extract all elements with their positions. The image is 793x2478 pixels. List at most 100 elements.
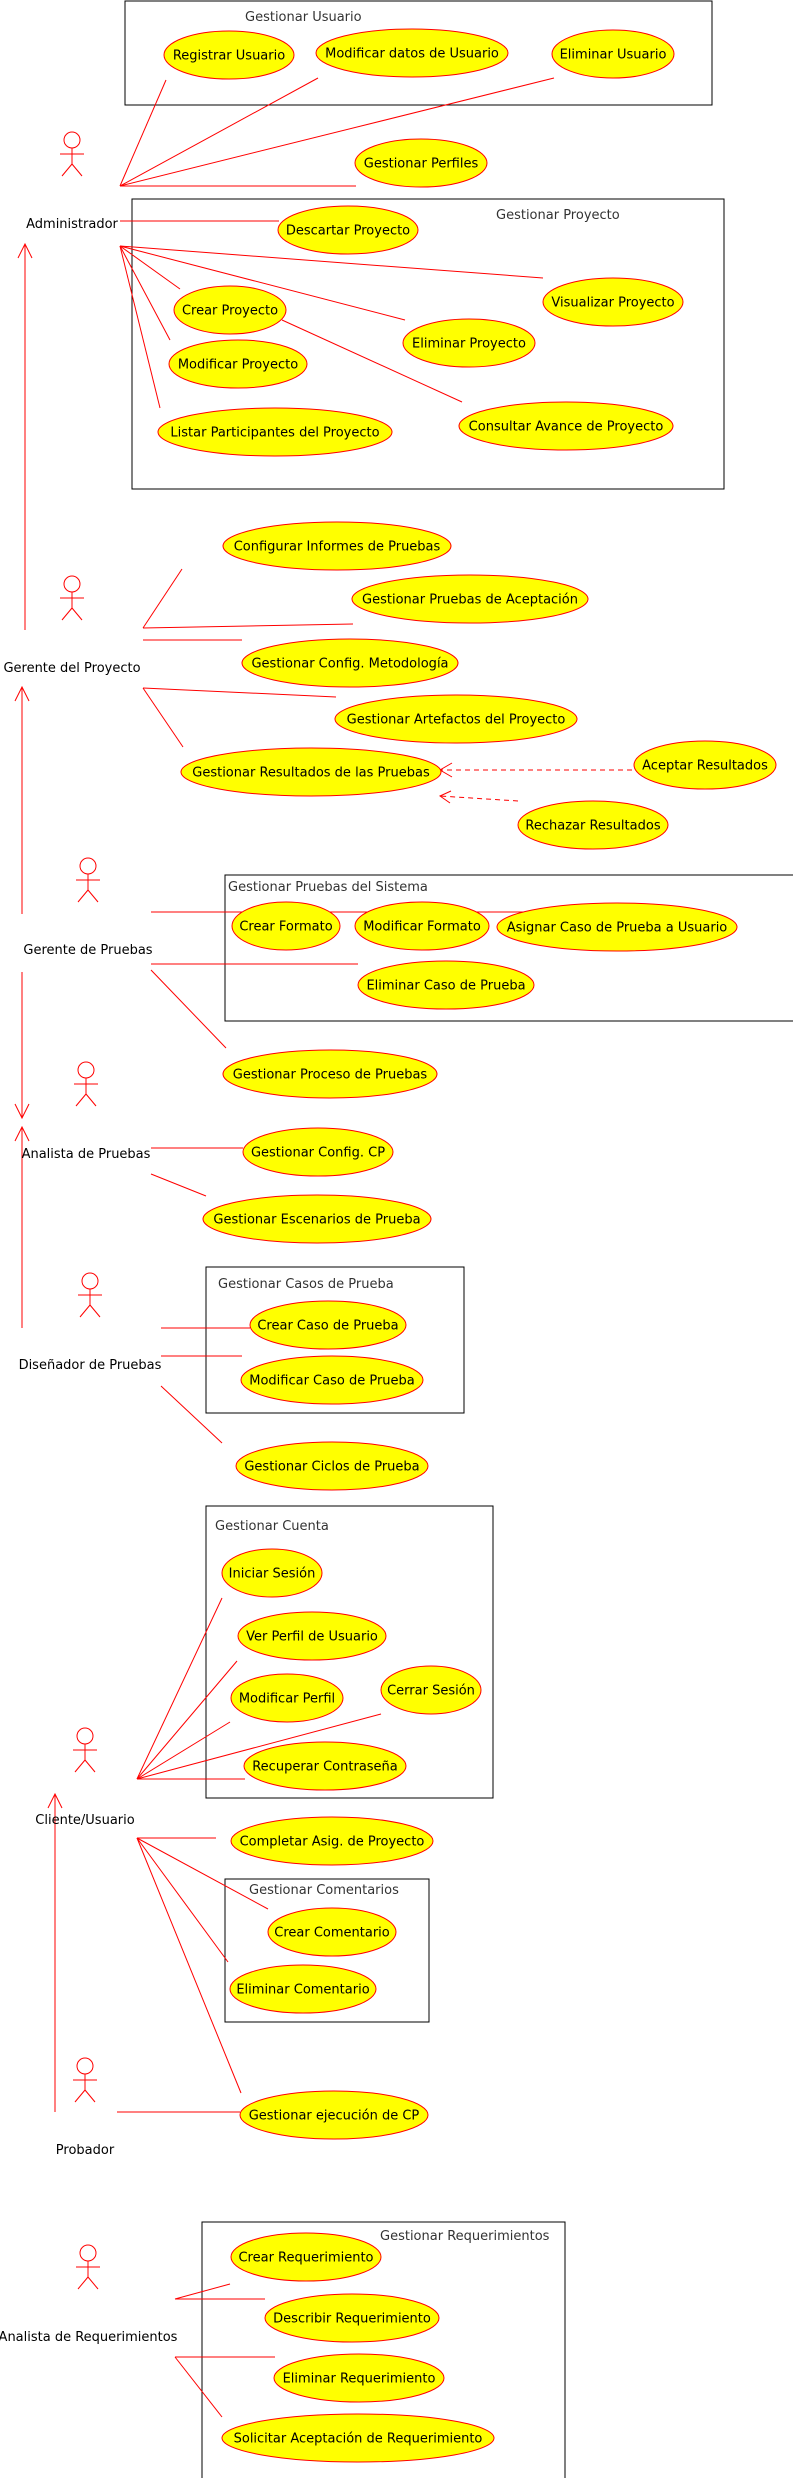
actor-label: Gerente del Proyecto	[3, 661, 140, 676]
use-case-label: Registrar Usuario	[173, 49, 285, 64]
actor-label: Administrador	[26, 217, 118, 232]
use-case-modificar-perfil: Modificar Perfil	[230, 1673, 344, 1723]
use-case-label: Completar Asig. de Proyecto	[240, 1835, 425, 1850]
use-case-label: Eliminar Proyecto	[412, 337, 526, 352]
use-case-label: Crear Proyecto	[182, 304, 278, 319]
use-case-solicitar-aceptacion-requerimiento: Solicitar Aceptación de Requerimiento	[221, 2413, 495, 2463]
use-case-gestionar-pruebas-aceptacion: Gestionar Pruebas de Aceptación	[351, 574, 589, 624]
use-case-consultar-avance: Consultar Avance de Proyecto	[458, 401, 674, 451]
use-case-ellipse	[180, 747, 442, 797]
use-case-ellipse	[354, 901, 490, 951]
use-case-label: Listar Participantes del Proyecto	[170, 426, 379, 441]
use-case-ellipse	[402, 318, 536, 368]
use-case-label: Crear Caso de Prueba	[257, 1319, 398, 1334]
use-case-ellipse	[267, 1907, 397, 1957]
use-case-label: Gestionar Resultados de las Pruebas	[192, 766, 430, 781]
use-case-label: Gestionar Config. CP	[251, 1146, 385, 1161]
use-case-ellipse	[173, 285, 287, 335]
use-case-eliminar-usuario: Eliminar Usuario	[551, 29, 675, 79]
actor-cliente-usuario: Cliente/Usuario	[35, 1727, 135, 1828]
use-case-label: Describir Requerimiento	[273, 2312, 431, 2327]
use-case-asignar-caso-prueba: Asignar Caso de Prueba a Usuario	[496, 902, 738, 952]
use-case-ellipse	[315, 28, 509, 78]
actor-stick-figure-icon	[60, 131, 84, 177]
use-case-rechazar-resultados: Rechazar Resultados	[517, 800, 669, 850]
use-case-listar-participantes: Listar Participantes del Proyecto	[157, 407, 393, 457]
use-case-ellipse	[380, 1665, 482, 1715]
use-case-ellipse	[163, 30, 295, 80]
actor-analista-pruebas: Analista de Pruebas	[22, 1061, 151, 1162]
use-case-ver-perfil-usuario: Ver Perfil de Usuario	[237, 1611, 387, 1661]
package-title: Gestionar Proyecto	[496, 208, 620, 223]
use-case-label: Configurar Informes de Pruebas	[234, 540, 441, 555]
use-case-crear-comentario: Crear Comentario	[267, 1907, 397, 1957]
use-case-recuperar-contrasena: Recuperar Contraseña	[243, 1741, 407, 1791]
use-case-ellipse	[222, 521, 452, 571]
use-case-eliminar-caso-prueba: Eliminar Caso de Prueba	[357, 960, 535, 1010]
actor-label: Gerente de Pruebas	[23, 943, 152, 958]
actor-label: Diseñador de Pruebas	[19, 1358, 162, 1373]
actor-stick-figure-icon	[73, 2057, 97, 2103]
use-case-ellipse	[273, 2353, 445, 2403]
use-case-label: Eliminar Usuario	[560, 48, 667, 63]
use-case-ellipse	[242, 1127, 394, 1177]
package-gestionar-comentarios: Gestionar Comentarios	[224, 1878, 430, 2023]
use-case-label: Gestionar Artefactos del Proyecto	[347, 713, 566, 728]
use-case-ellipse	[551, 29, 675, 79]
use-case-label: Cerrar Sesión	[387, 1684, 475, 1699]
actor-stick-figure-icon	[60, 575, 84, 621]
actor-label: Analista de Requerimientos	[0, 2330, 178, 2345]
actor-label: Analista de Pruebas	[22, 1147, 151, 1162]
use-case-ellipse	[157, 407, 393, 457]
use-case-crear-caso-prueba: Crear Caso de Prueba	[249, 1300, 407, 1350]
use-case-label: Gestionar Perfiles	[364, 157, 479, 172]
use-case-ellipse	[277, 205, 419, 255]
use-case-ellipse	[222, 1049, 438, 1099]
use-case-gestionar-ciclos: Gestionar Ciclos de Prueba	[235, 1441, 429, 1491]
use-case-label: Visualizar Proyecto	[551, 296, 674, 311]
use-case-label: Gestionar Ciclos de Prueba	[244, 1460, 419, 1475]
use-case-gestionar-ejecucion-cp: Gestionar ejecución de CP	[239, 2090, 429, 2140]
use-case-ellipse	[235, 1441, 429, 1491]
use-case-label: Crear Formato	[239, 920, 332, 935]
use-case-eliminar-comentario: Eliminar Comentario	[229, 1964, 377, 2014]
use-case-ellipse	[168, 339, 308, 389]
package-gestionar-usuario: Gestionar Usuario	[124, 0, 713, 106]
use-case-label: Eliminar Comentario	[236, 1983, 369, 1998]
use-case-ellipse	[517, 800, 669, 850]
associations	[14, 77, 632, 2418]
use-case-label: Crear Requerimiento	[238, 2251, 373, 2266]
use-case-gestionar-config-metodologia: Gestionar Config. Metodología	[241, 638, 459, 688]
use-case-descartar-proyecto: Descartar Proyecto	[277, 205, 419, 255]
use-case-configurar-informes: Configurar Informes de Pruebas	[222, 521, 452, 571]
package-gestionar-pruebas-sistema: Gestionar Pruebas del Sistema	[224, 874, 793, 1022]
use-case-ellipse	[202, 1194, 432, 1244]
use-case-ellipse	[231, 901, 341, 951]
actor-stick-figure-icon	[78, 1272, 102, 1318]
actor-label: Cliente/Usuario	[35, 1813, 134, 1828]
use-case-iniciar-sesion: Iniciar Sesión	[221, 1548, 323, 1598]
package-title: Gestionar Casos de Prueba	[218, 1277, 394, 1292]
actor-gerente-proyecto: Gerente del Proyecto	[3, 575, 141, 676]
use-case-crear-formato: Crear Formato	[231, 901, 341, 951]
package-title: Gestionar Pruebas del Sistema	[228, 880, 428, 895]
use-case-label: Crear Comentario	[274, 1926, 390, 1941]
use-case-label: Ver Perfil de Usuario	[246, 1630, 378, 1645]
use-case-label: Modificar Formato	[363, 920, 481, 935]
use-case-label: Modificar Proyecto	[178, 358, 298, 373]
use-case-ellipse	[237, 1611, 387, 1661]
use-case-label: Gestionar ejecución de CP	[249, 2109, 420, 2124]
use-case-completar-asig-proyecto: Completar Asig. de Proyecto	[230, 1816, 434, 1866]
use-case-label: Consultar Avance de Proyecto	[469, 420, 664, 435]
use-case-label: Aceptar Resultados	[642, 759, 768, 774]
use-case-modificar-caso-prueba: Modificar Caso de Prueba	[240, 1355, 424, 1405]
use-case-crear-requerimiento: Crear Requerimiento	[230, 2232, 382, 2282]
package-title: Gestionar Requerimientos	[380, 2229, 550, 2244]
use-case-label: Eliminar Caso de Prueba	[366, 979, 525, 994]
use-case-ellipse	[354, 138, 488, 188]
use-case-aceptar-resultados: Aceptar Resultados	[633, 740, 777, 790]
use-case-gestionar-perfiles: Gestionar Perfiles	[354, 138, 488, 188]
package-title: Gestionar Usuario	[245, 10, 362, 25]
